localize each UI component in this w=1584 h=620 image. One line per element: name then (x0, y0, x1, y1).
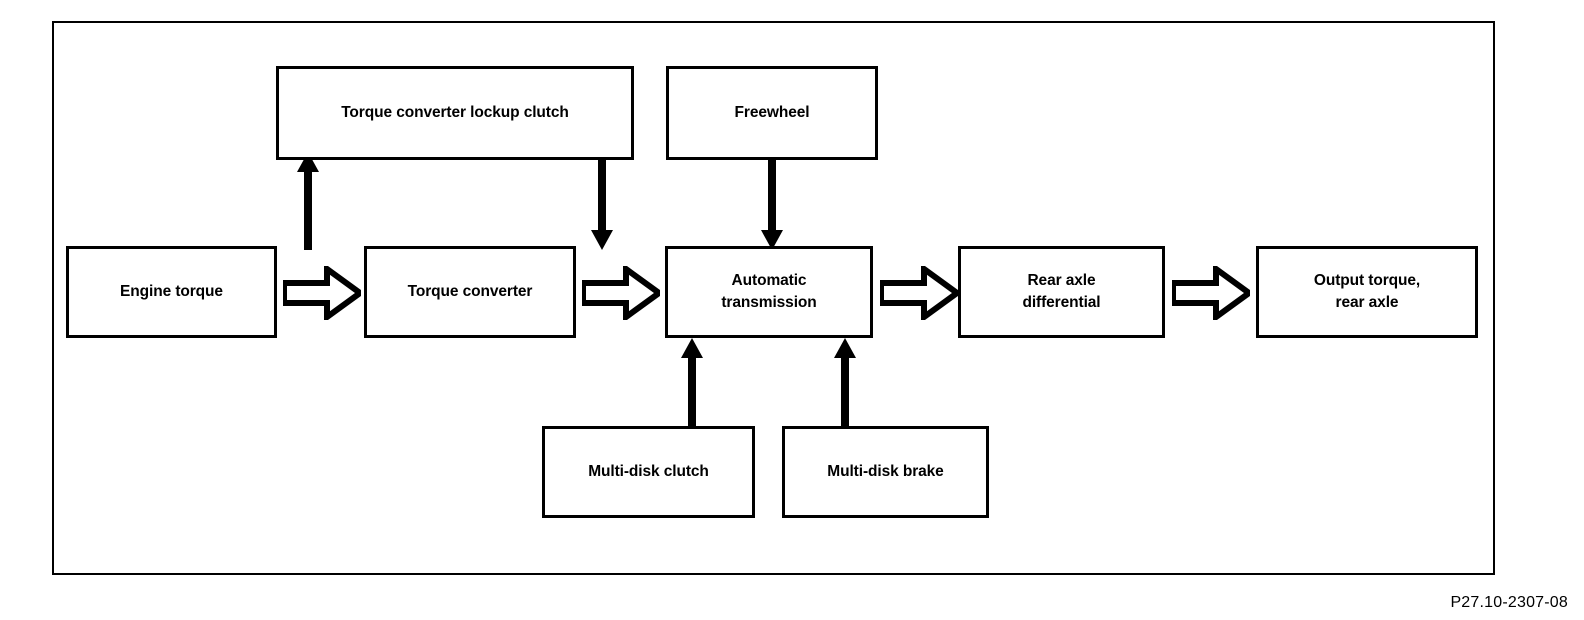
node-label: Multi-disk brake (827, 463, 944, 480)
node-output-torque-rear-axle[interactable]: Output torque, rear axle (1256, 246, 1478, 338)
node-freewheel[interactable]: Freewheel (666, 66, 878, 160)
node-label: Rear axle differential (1022, 272, 1101, 311)
node-label: Engine torque (120, 283, 223, 300)
link-arrow-up-icon (294, 150, 322, 250)
link-arrow-up-icon (831, 336, 859, 430)
node-label: Torque converter lockup clutch (341, 104, 569, 121)
link-arrow-down-icon (588, 158, 616, 252)
flow-arrow-right-icon (1172, 266, 1250, 320)
flow-arrow-right-icon (582, 266, 660, 320)
flow-arrow-right-icon (283, 266, 361, 320)
node-label: Torque converter (407, 283, 533, 300)
node-engine-torque[interactable]: Engine torque (66, 246, 277, 338)
node-label: Freewheel (734, 104, 810, 121)
node-automatic-transmission[interactable]: Automatic transmission (665, 246, 873, 338)
node-rear-axle-differential[interactable]: Rear axle differential (958, 246, 1165, 338)
node-label: Multi-disk clutch (588, 463, 709, 480)
flow-arrow-right-icon (880, 266, 958, 320)
node-label: Automatic transmission (721, 272, 817, 311)
link-arrow-down-icon (758, 158, 786, 252)
node-torque-converter[interactable]: Torque converter (364, 246, 576, 338)
node-multi-disk-brake[interactable]: Multi-disk brake (782, 426, 989, 518)
node-multi-disk-clutch[interactable]: Multi-disk clutch (542, 426, 755, 518)
figure-caption: P27.10-2307-08 (1450, 594, 1568, 611)
node-label: Output torque, rear axle (1313, 272, 1421, 311)
link-arrow-up-icon (678, 336, 706, 430)
node-torque-converter-lockup-clutch[interactable]: Torque converter lockup clutch (276, 66, 634, 160)
